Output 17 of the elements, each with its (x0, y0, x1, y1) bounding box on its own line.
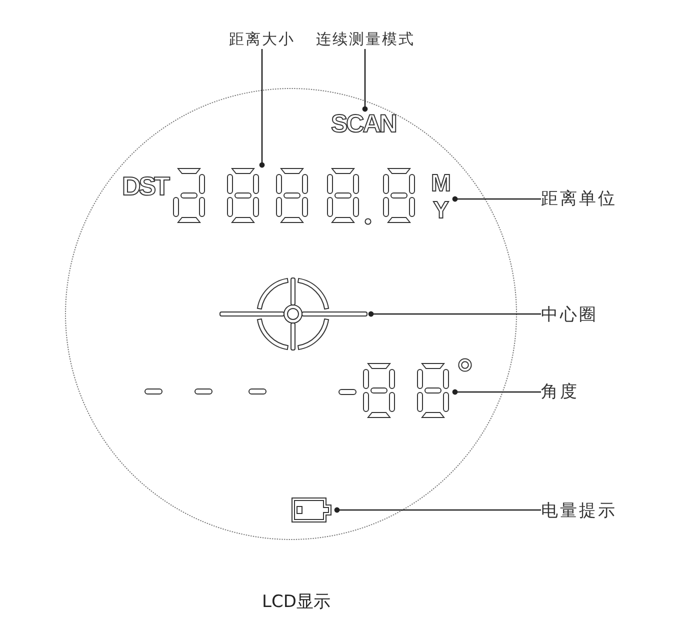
lcd-unit-letter: Y (432, 197, 449, 224)
leader-line (452, 196, 541, 202)
callout-label: 角度 (541, 382, 579, 402)
callout-label: 中心圈 (541, 305, 598, 325)
callout-label: 电量提示 (541, 501, 617, 521)
lcd-mode-text: SCAN (331, 109, 396, 139)
caption-text: LCD显示 (262, 591, 330, 613)
callout-label: 距离单位 (541, 189, 617, 209)
lcd-unit-letter: M (431, 170, 451, 197)
lcd-indicator-text: DST (122, 171, 168, 201)
leader-line (334, 507, 541, 513)
leader-line (259, 49, 265, 168)
leader-line (368, 311, 541, 317)
leader-line (362, 49, 368, 112)
leader-line (452, 389, 541, 395)
callout-label: 距离大小 (229, 30, 295, 49)
callout-label: 连续测量模式 (316, 30, 415, 49)
